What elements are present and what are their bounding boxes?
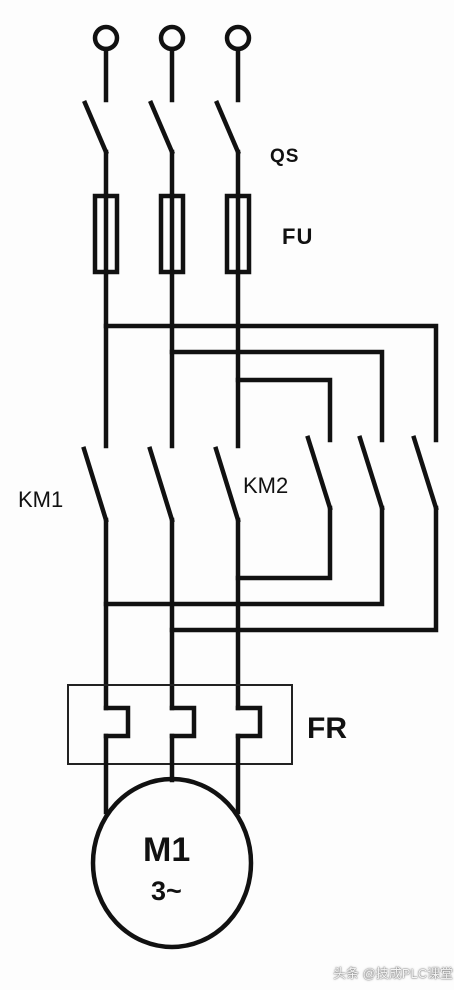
lines-to-overload	[103, 517, 241, 711]
fuse-elements	[103, 193, 241, 275]
terminal-l3	[224, 24, 252, 52]
label-motor-name: M1	[143, 831, 191, 869]
motor-m1	[90, 776, 254, 950]
km2-feed-l3	[235, 377, 333, 443]
km2-return-bottom	[103, 505, 439, 633]
terminal-l1	[92, 24, 120, 52]
contactor-km2	[305, 435, 439, 511]
main-bus-lines	[103, 269, 241, 449]
km2-feed-l2	[169, 349, 385, 443]
supply-terminals	[92, 24, 252, 103]
qs-blade-2	[148, 100, 175, 155]
km2-return-3	[169, 505, 439, 633]
km2-contact-3	[411, 435, 439, 511]
qs-to-fuse-leads	[103, 149, 241, 199]
km2-return-2	[103, 505, 385, 607]
fr-element-3	[235, 705, 263, 739]
km2-return-1	[235, 505, 333, 581]
label-fr: FR	[307, 712, 347, 745]
watermark: 头条 @技成PLC课堂	[333, 966, 454, 981]
fr-housing	[67, 684, 293, 765]
km1-contact-1	[81, 446, 109, 523]
label-qs: QS	[270, 146, 300, 167]
km2-feed-l1	[103, 323, 439, 443]
fr-element-1	[103, 705, 131, 739]
km1-contact-3	[213, 446, 241, 523]
qs-blade-3	[214, 100, 241, 155]
fr-element-2	[169, 705, 197, 739]
label-km2: KM2	[243, 473, 289, 498]
terminal-l2	[158, 24, 186, 52]
label-motor-phase: 3~	[151, 876, 182, 906]
qs-blade-1	[82, 100, 109, 155]
isolating-switch-qs	[82, 100, 241, 199]
contactor-km1	[81, 446, 241, 523]
km2-contact-2	[357, 435, 385, 511]
supply-leads	[103, 46, 241, 103]
km2-contact-1	[305, 435, 333, 511]
fuses-fu	[92, 193, 252, 275]
km2-feed-top	[103, 323, 439, 443]
motor-leads	[103, 733, 241, 815]
label-fu: FU	[282, 224, 314, 249]
km1-contact-2	[147, 446, 175, 523]
thermal-overload-fr	[67, 684, 293, 765]
label-km1: KM1	[18, 487, 64, 512]
